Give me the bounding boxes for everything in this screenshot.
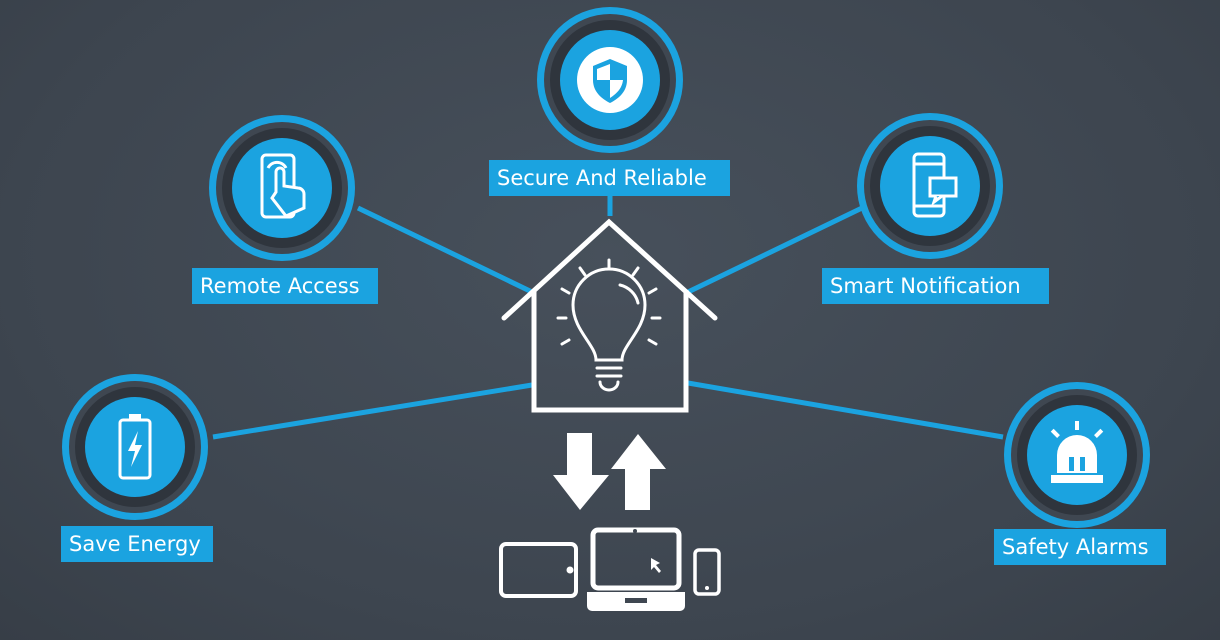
shield-icon bbox=[577, 47, 643, 113]
secure-badge bbox=[537, 7, 683, 153]
alarm-siren-icon bbox=[1050, 421, 1104, 483]
connector-safety-alarms bbox=[687, 380, 1004, 440]
remote-access-badge bbox=[209, 115, 355, 261]
smartphone-icon bbox=[693, 548, 721, 596]
up-down-arrows-icon bbox=[553, 433, 666, 510]
phone-message-icon bbox=[912, 152, 958, 218]
battery-icon bbox=[118, 414, 152, 480]
smart-notification-badge bbox=[857, 113, 1003, 259]
feature-label-secure-and-reliable: Secure And Reliable bbox=[489, 160, 730, 196]
tablet-icon bbox=[499, 542, 578, 598]
feature-label-remote-access: Remote Access bbox=[192, 268, 378, 304]
connector-save-energy bbox=[212, 382, 533, 440]
save-energy-badge bbox=[62, 374, 208, 520]
safety-alarms-badge bbox=[1004, 382, 1150, 528]
phone-touch-icon bbox=[260, 153, 306, 219]
house-lightbulb-icon bbox=[501, 218, 718, 413]
connector-remote-access bbox=[356, 205, 534, 295]
feature-label-save-energy: Save Energy bbox=[61, 526, 213, 562]
connectors bbox=[212, 196, 1004, 440]
feature-label-smart-notification: Smart Notification bbox=[822, 268, 1049, 304]
feature-label-safety-alarms: Safety Alarms bbox=[994, 529, 1166, 565]
connector-smart-notification bbox=[686, 205, 864, 295]
laptop-icon bbox=[587, 527, 685, 611]
